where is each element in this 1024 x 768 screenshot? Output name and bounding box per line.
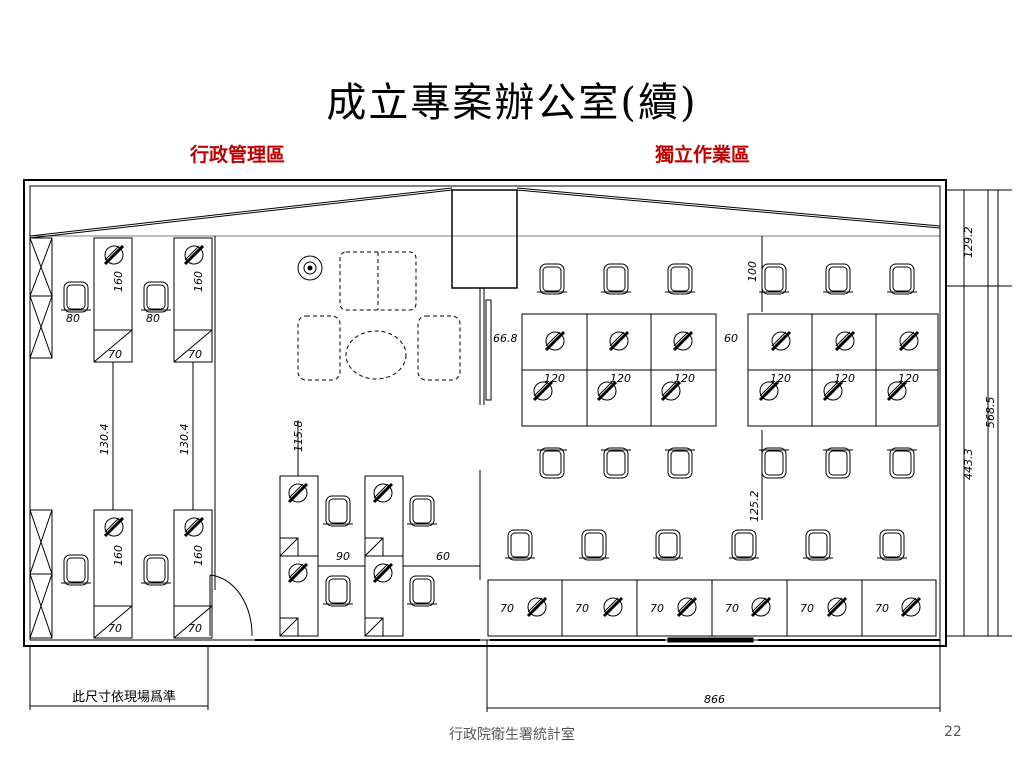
admin-desks [60, 237, 213, 639]
desk-label-120-e: 120 [834, 372, 855, 385]
desk-label-120-b: 120 [610, 372, 631, 385]
desk-label-70-d: 70 [188, 622, 202, 635]
desk-label-70-b: 70 [188, 348, 202, 361]
slide-title: 成立專案辦公室(續) [326, 80, 698, 126]
desk-label-70-i: 70 [800, 602, 814, 615]
desk-label-70-f: 70 [575, 602, 589, 615]
desk-label-70-e: 70 [500, 602, 514, 615]
dim-100: 100 [746, 261, 759, 282]
desk-label-120-f: 120 [898, 372, 919, 385]
bottom-desk-row [487, 529, 937, 637]
footer-text: 行政院衛生署統計室 [449, 727, 575, 743]
desk-label-70-a: 70 [108, 348, 122, 361]
desk-label-80-b: 80 [146, 312, 160, 325]
cluster-right [747, 313, 939, 427]
desk-label-160-b: 160 [192, 271, 205, 292]
desk-label-120-a: 120 [544, 372, 565, 385]
dim-129-2: 129.2 [962, 227, 975, 259]
desk-label-70-j: 70 [875, 602, 889, 615]
desk-label-70-g: 70 [650, 602, 664, 615]
desk-label-70-h: 70 [725, 602, 739, 615]
dim-568-5: 568.5 [984, 397, 997, 429]
lounge-furniture [297, 251, 461, 381]
dim-866: 866 [704, 693, 725, 706]
dim-90: 90 [336, 550, 350, 563]
zone-label-independent: 獨立作業區 [655, 144, 751, 166]
desk-label-160-c: 160 [112, 545, 125, 566]
dim-66-8: 66.8 [493, 332, 518, 345]
site-measure-note: 此尺寸依現場爲準 [72, 689, 176, 705]
zone-label-admin: 行政管理區 [190, 144, 286, 166]
storage-cabinets [29, 237, 53, 639]
desk-label-120-c: 120 [674, 372, 695, 385]
building-outline [23, 179, 1012, 712]
dim-60-a: 60 [724, 332, 738, 345]
desk-label-160-d: 160 [192, 545, 205, 566]
desk-label-160-a: 160 [112, 271, 125, 292]
dim-130-4-left: 130.4 [98, 424, 111, 456]
cluster-left [521, 313, 717, 427]
cluster-chairs [536, 263, 918, 479]
desk-label-70-c: 70 [108, 622, 122, 635]
desk-label-80-a: 80 [66, 312, 80, 325]
plant [297, 255, 323, 281]
mid-workstations [279, 420, 480, 637]
dim-115-8: 115.8 [292, 421, 305, 453]
dim-443-3: 443.3 [962, 449, 975, 481]
dim-60-b: 60 [436, 550, 450, 563]
dim-130-4-right: 130.4 [178, 424, 191, 456]
dim-125-2: 125.2 [748, 491, 761, 523]
page-number: 22 [944, 724, 962, 740]
desk-label-120-d: 120 [770, 372, 791, 385]
